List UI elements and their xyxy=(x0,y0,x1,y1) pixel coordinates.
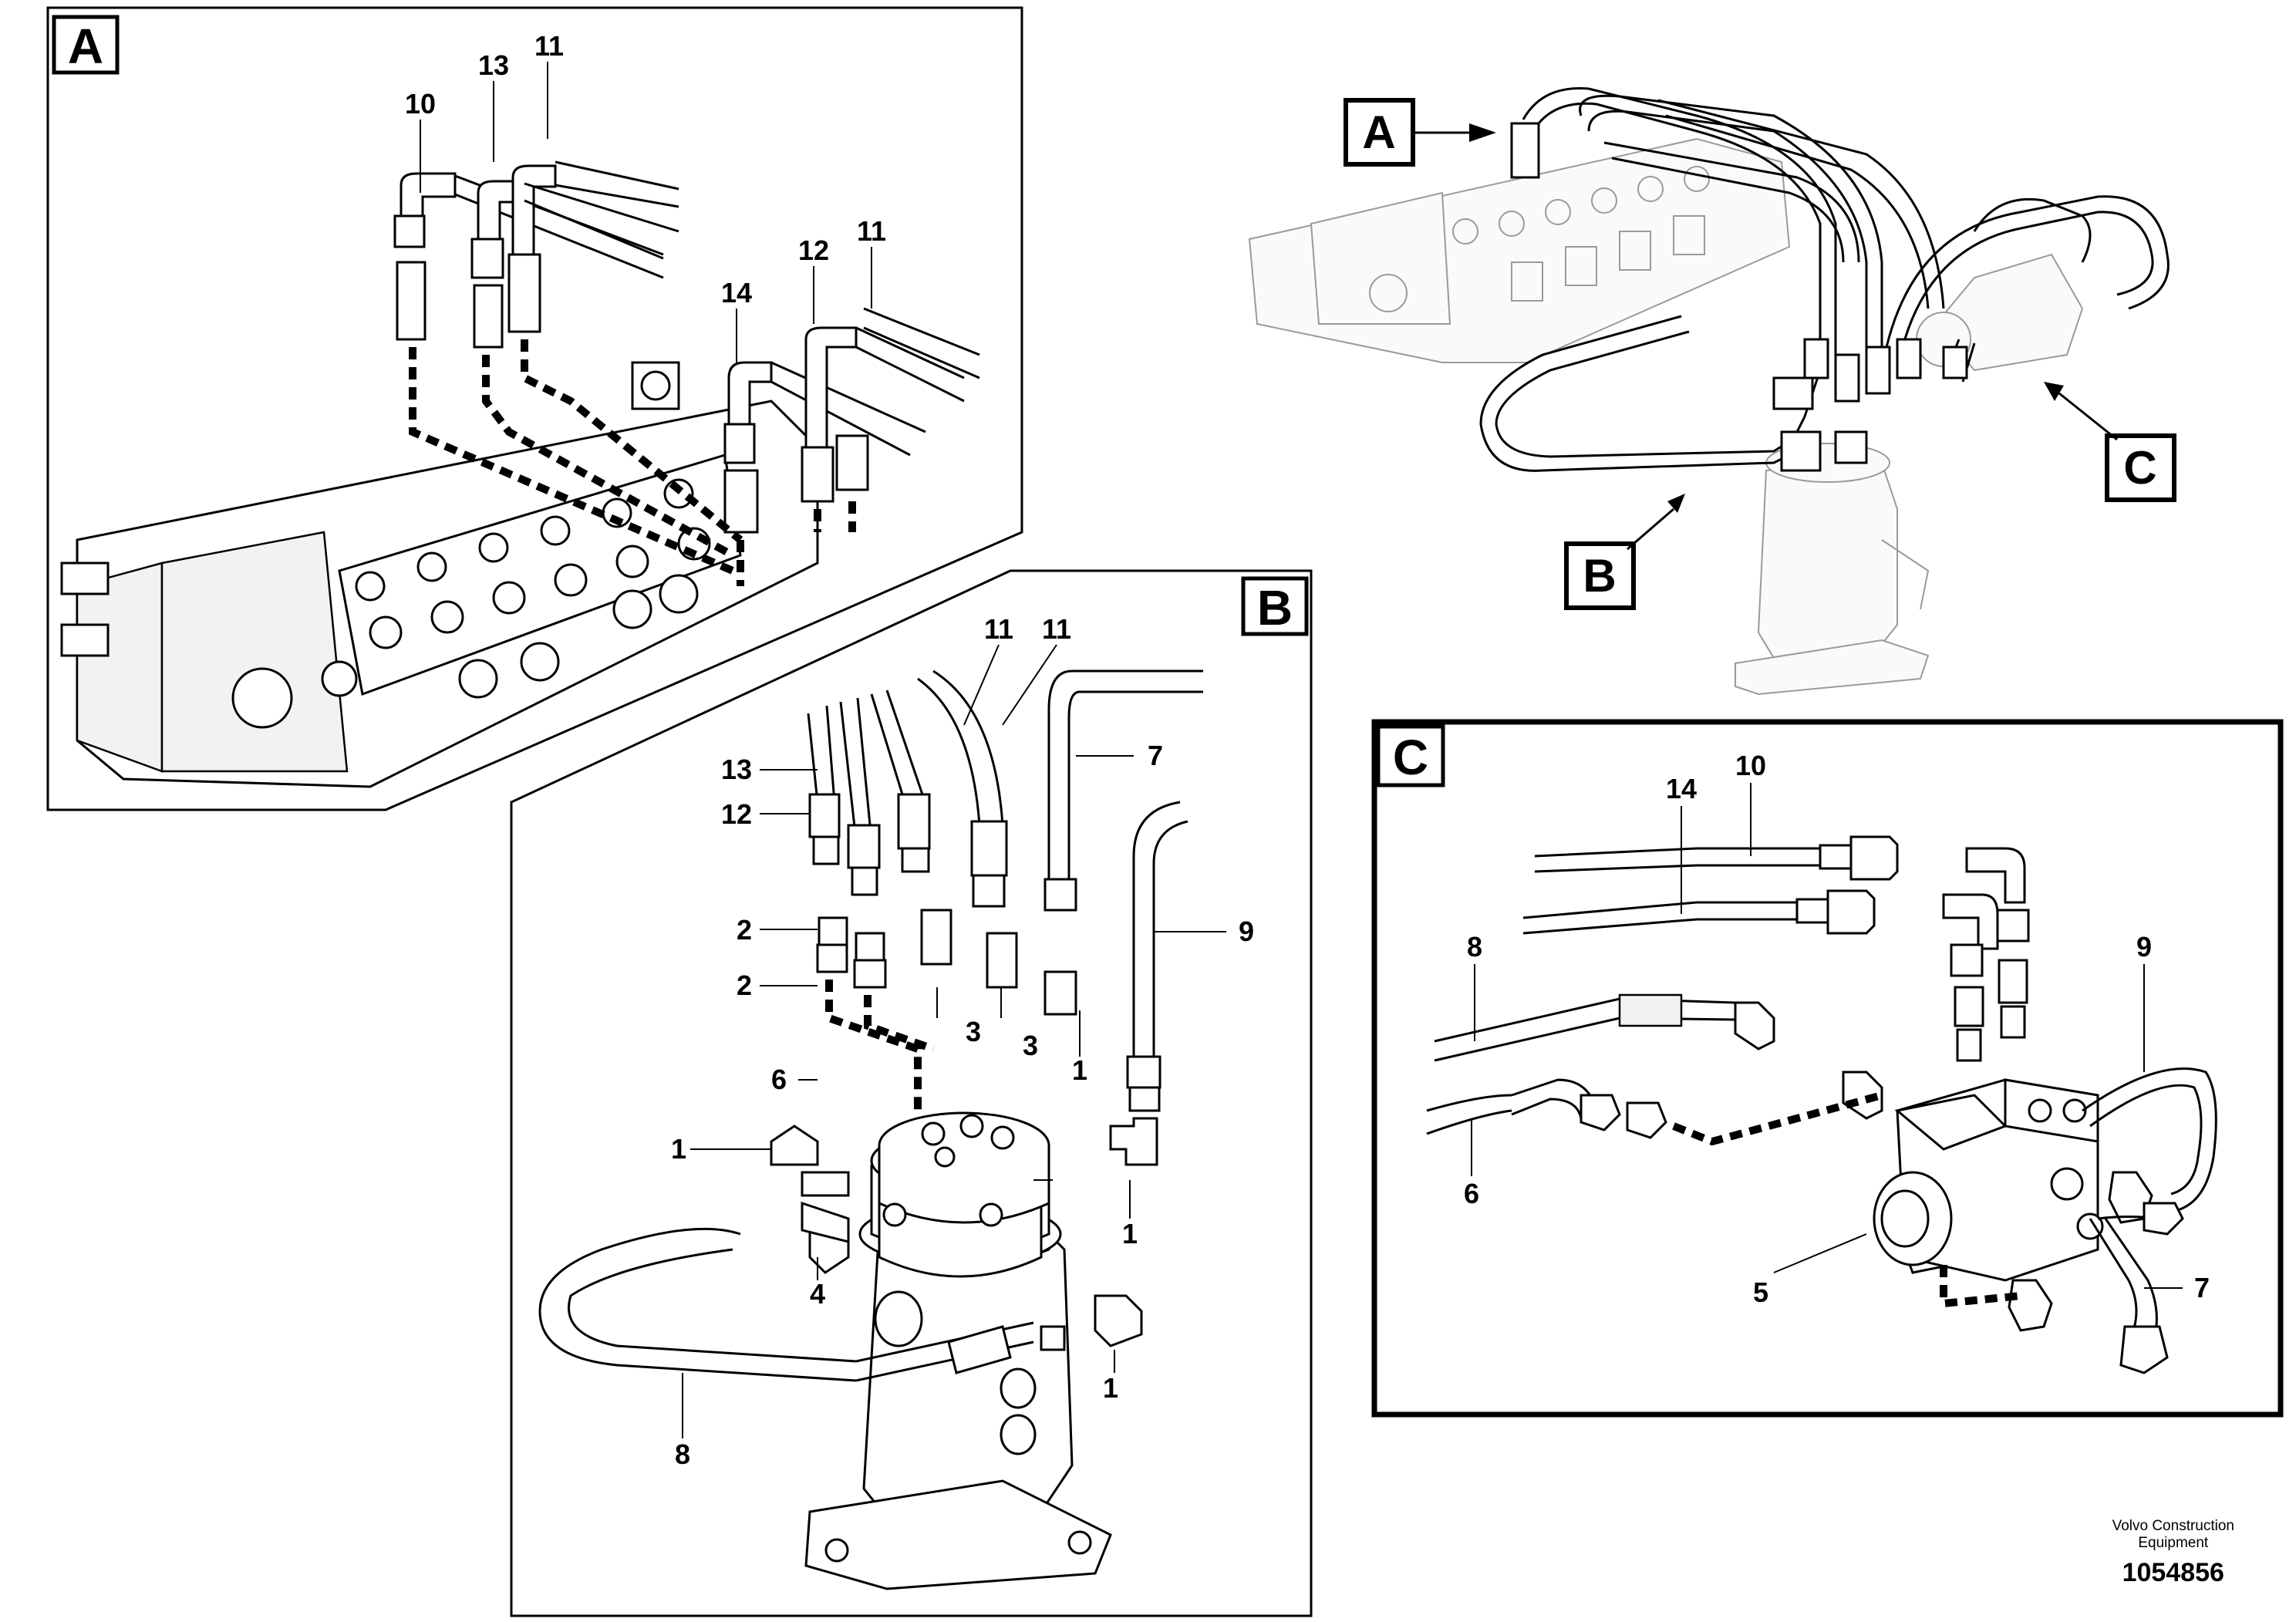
overview-label-b-box xyxy=(1564,541,1636,610)
overview-label-c: C xyxy=(2123,442,2156,494)
company-name-line2: Equipment xyxy=(2138,1535,2209,1551)
callout-b-2-bottom: 2 xyxy=(737,969,752,1001)
callout-c-6: 6 xyxy=(1464,1178,1479,1209)
callout-b-1-right: 1 xyxy=(1122,1218,1138,1249)
callout-c-9: 9 xyxy=(2136,931,2152,963)
panel-c-dashed-lines xyxy=(1672,1091,2021,1308)
callout-a-11-right: 11 xyxy=(857,215,886,247)
drawing-number: 1054856 xyxy=(2122,1558,2224,1587)
callout-b-13: 13 xyxy=(721,754,752,785)
panel-b-dashed-lines xyxy=(825,980,935,1111)
overview-label-c-box xyxy=(2105,433,2176,502)
callout-b-6: 6 xyxy=(771,1064,787,1095)
panel-a-letter: A xyxy=(68,19,103,74)
callout-a-12: 12 xyxy=(798,234,829,266)
panel-a-letter-box xyxy=(52,15,120,75)
panel-b-fittings xyxy=(770,793,1161,1374)
overview-labels: A B C xyxy=(1344,98,2176,610)
panel-a-dashed-lines xyxy=(409,339,856,586)
panel-b-letter-box xyxy=(1241,576,1309,636)
callout-c-8: 8 xyxy=(1467,931,1482,963)
panel-a-callouts: 10 13 11 14 12 11 xyxy=(405,30,886,363)
panel-c-callouts: 10 14 8 9 6 5 7 xyxy=(1464,750,2210,1308)
overview-label-a: A xyxy=(1362,106,1395,158)
callout-b-7: 7 xyxy=(1148,740,1163,771)
panel-b-callouts: 11 11 13 12 7 9 2 2 3 3 1 6 1 1 4 1 8 xyxy=(671,613,1254,1470)
overview-swivel xyxy=(1735,443,1930,696)
panel-b-letter: B xyxy=(1257,580,1293,636)
callout-b-11-right: 11 xyxy=(1042,613,1071,645)
panel-b-hoses xyxy=(538,669,1203,1382)
callout-b-12: 12 xyxy=(721,798,752,830)
callout-b-3-right: 3 xyxy=(1023,1030,1038,1061)
callout-c-10: 10 xyxy=(1735,750,1766,781)
panel-c-right-hoses xyxy=(2008,1067,2217,1374)
callout-b-8: 8 xyxy=(675,1438,690,1470)
overview-label-a-box xyxy=(1344,98,1415,167)
callout-b-1-lower: 1 xyxy=(1103,1372,1118,1404)
callout-b-9: 9 xyxy=(1239,916,1254,947)
callout-a-10: 10 xyxy=(405,88,436,120)
panel-a-fittings xyxy=(393,160,980,534)
callout-b-2-top: 2 xyxy=(737,914,752,946)
panel-b: B xyxy=(510,569,1313,1617)
overview-hoses xyxy=(1479,87,2170,472)
callout-b-4: 4 xyxy=(810,1278,825,1310)
callout-c-5: 5 xyxy=(1753,1276,1768,1308)
panel-c-letter-box xyxy=(1376,724,1445,787)
panel-c: C xyxy=(1371,719,2284,1418)
callout-c-7: 7 xyxy=(2194,1272,2210,1303)
selector-valve-illustration xyxy=(1873,1078,2104,1282)
drawing-footer: Volvo Construction Equipment 1054856 xyxy=(2112,1518,2234,1588)
overview-label-b: B xyxy=(1583,550,1616,602)
overview-illustration: A B C xyxy=(1248,87,2176,696)
company-name-line1: Volvo Construction xyxy=(2112,1518,2234,1534)
callout-a-11-top: 11 xyxy=(534,30,564,62)
panel-c-letter: C xyxy=(1393,730,1428,785)
callout-b-3-left: 3 xyxy=(966,1016,981,1047)
panel-a: A xyxy=(46,6,1023,811)
callout-b-1-left: 1 xyxy=(671,1133,686,1165)
swivel-joint-illustration xyxy=(804,1111,1112,1590)
callout-a-14: 14 xyxy=(721,277,752,309)
callout-a-13: 13 xyxy=(478,49,509,81)
callout-b-11-left: 11 xyxy=(984,613,1013,645)
callout-c-14: 14 xyxy=(1666,773,1697,804)
overview-valve-block xyxy=(1248,137,1791,363)
overview-selector-valve xyxy=(1916,253,2084,372)
callout-b-1-upper: 1 xyxy=(1072,1054,1087,1086)
control-valve-illustration xyxy=(60,361,819,788)
